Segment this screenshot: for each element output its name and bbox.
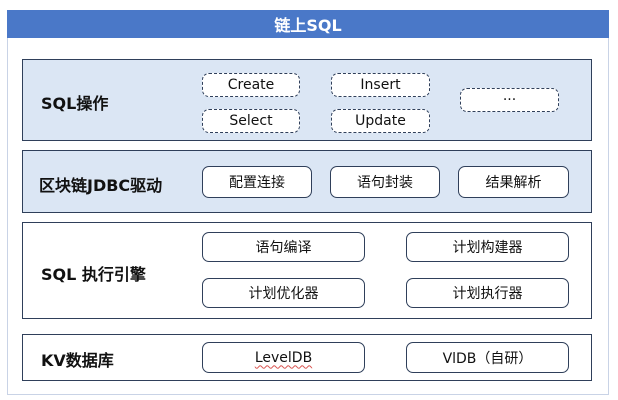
layer-jdbc-driver: 区块链JDBC驱动 配置连接 语句封装 结果解析 xyxy=(22,150,592,213)
diagram-title: 链上SQL xyxy=(7,10,609,38)
chip-leveldb-text: LevelDB xyxy=(254,349,313,366)
chip-plan-executor: 计划执行器 xyxy=(406,278,569,308)
layer-label-sql-operations: SQL操作 xyxy=(41,94,109,113)
chip-plan-optimizer: 计划优化器 xyxy=(202,278,365,308)
chip-more: ··· xyxy=(460,88,559,112)
chip-vldb: VlDB（自研） xyxy=(406,342,569,373)
chip-result-parsing: 结果解析 xyxy=(458,166,569,198)
layer-kv-database: KV数据库 LevelDB VlDB（自研） xyxy=(22,334,592,381)
chip-statement-wrapper: 语句封装 xyxy=(330,166,440,198)
chip-statement-compile: 语句编译 xyxy=(202,232,365,262)
chip-vldb-text: VlDB（自研） xyxy=(442,350,533,367)
chip-create: Create xyxy=(202,73,300,97)
chip-update: Update xyxy=(331,109,430,133)
layer-sql-engine: SQL 执行引擎 语句编译 计划构建器 计划优化器 计划执行器 xyxy=(22,222,592,319)
layer-label-kv-database: KV数据库 xyxy=(41,351,114,370)
layer-label-sql-engine: SQL 执行引擎 xyxy=(41,265,146,284)
chip-select: Select xyxy=(202,109,300,133)
chip-leveldb: LevelDB xyxy=(202,342,365,373)
chip-plan-builder: 计划构建器 xyxy=(406,232,569,262)
chip-insert: Insert xyxy=(331,73,430,97)
chip-config-connection: 配置连接 xyxy=(202,166,312,198)
layer-label-jdbc-driver: 区块链JDBC驱动 xyxy=(39,176,163,195)
layer-sql-operations: SQL操作 Create Insert Select Update ··· xyxy=(22,59,592,141)
